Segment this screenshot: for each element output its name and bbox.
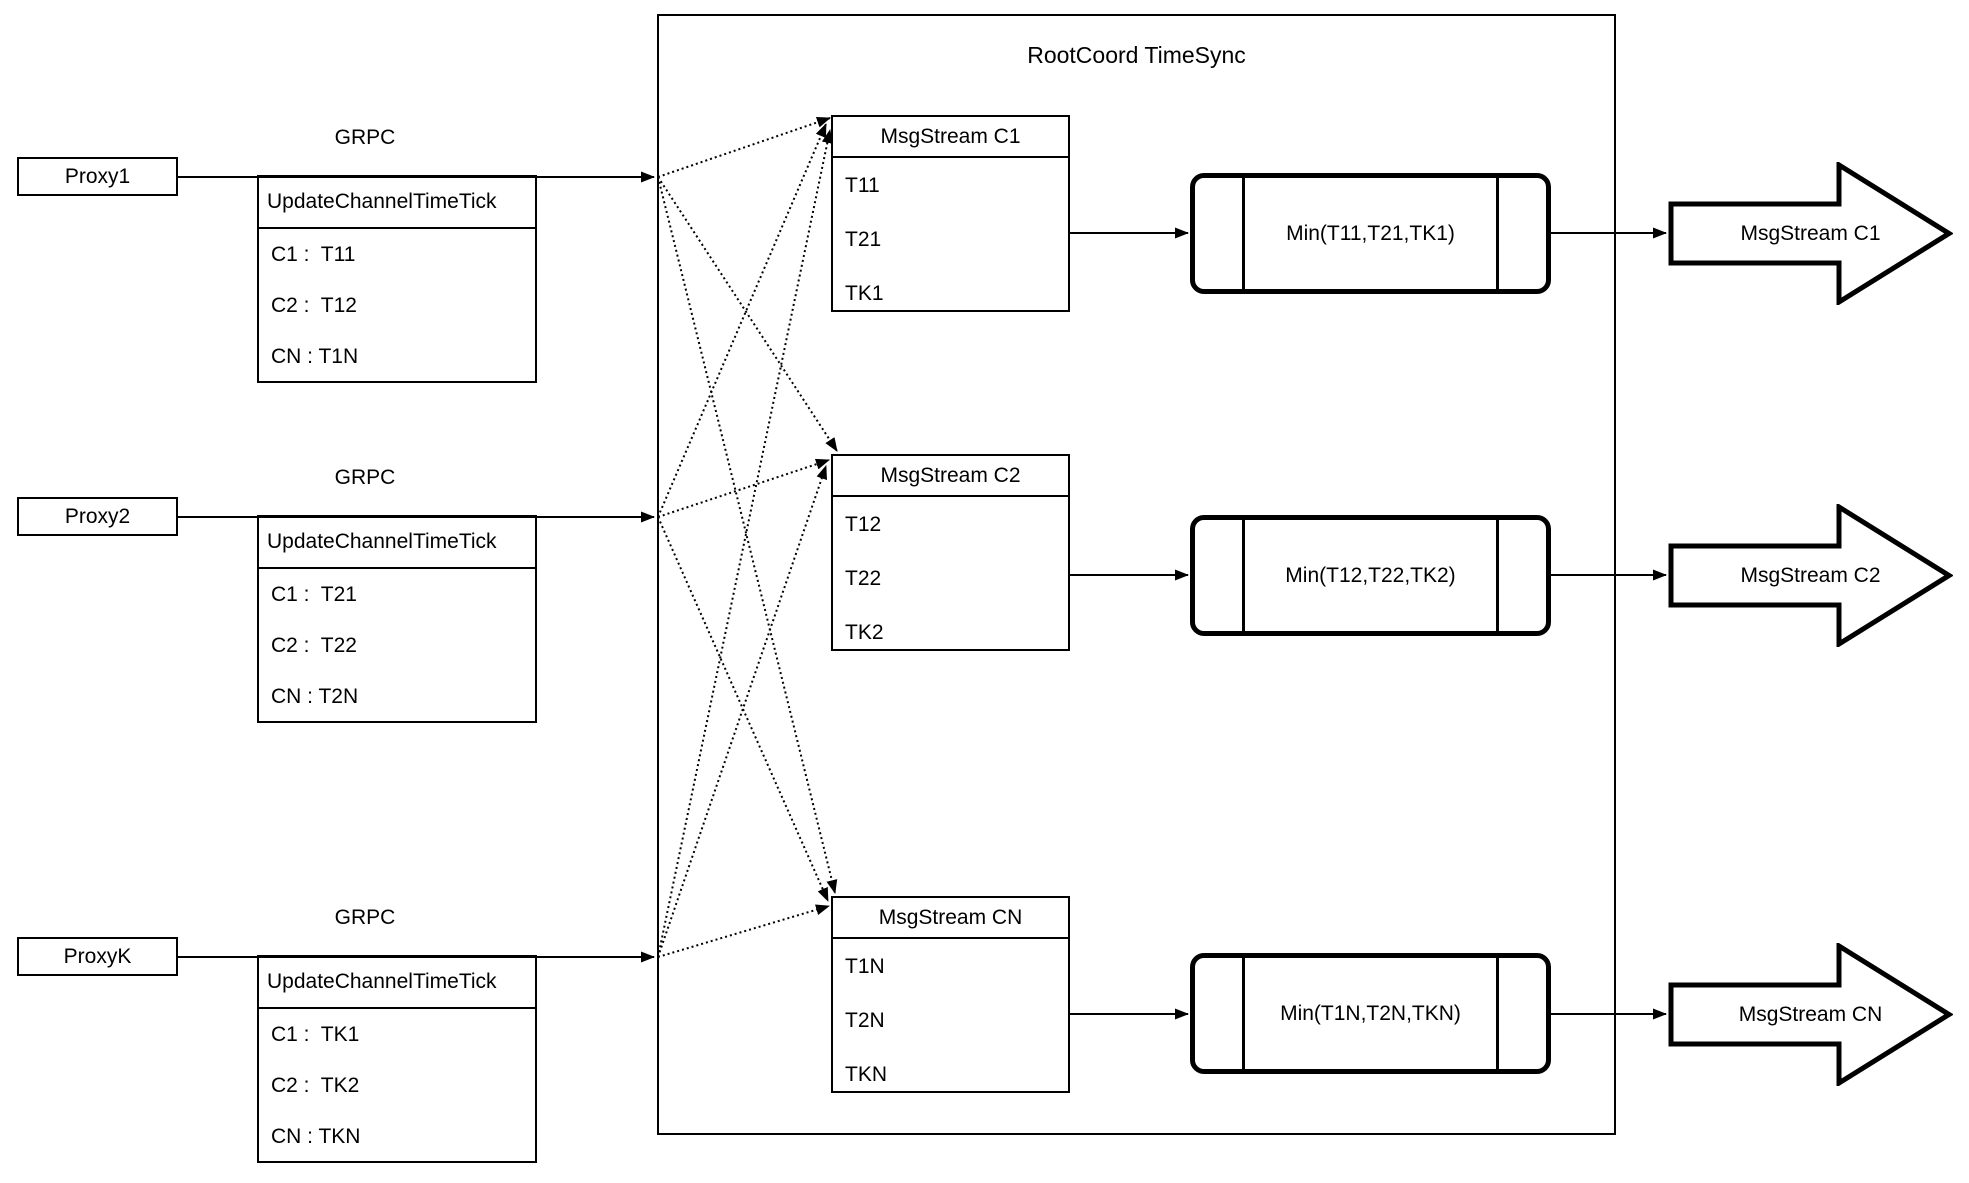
msgstream-cn-table: MsgStream CN T1N T2N TKN bbox=[831, 896, 1070, 1093]
msgstream-c2-output-arrow: MsgStream C2 bbox=[1668, 504, 1953, 647]
min-node-cn: Min(T1N,T2N,TKN) bbox=[1190, 953, 1551, 1074]
table-row: C1 : T21 bbox=[271, 582, 357, 606]
table-row: T12 bbox=[845, 513, 882, 536]
table-header: UpdateChannelTimeTick bbox=[259, 177, 535, 229]
table-row: C2 : T12 bbox=[271, 293, 357, 317]
table-row: CN : T1N bbox=[271, 344, 359, 368]
table-row: T21 bbox=[845, 228, 882, 251]
divider bbox=[1242, 178, 1245, 289]
msgstream-cn-output-arrow: MsgStream CN bbox=[1668, 943, 1953, 1086]
table-row: CN : TKN bbox=[271, 1124, 361, 1148]
update-channel-timetick-table-1: UpdateChannelTimeTick C1 : T11 C2 : T12 … bbox=[257, 175, 537, 383]
table-row: T1N bbox=[845, 955, 885, 978]
proxy2-box: Proxy2 bbox=[17, 497, 178, 536]
divider bbox=[1496, 520, 1499, 631]
divider bbox=[1242, 520, 1245, 631]
arrow-right-shape bbox=[1668, 943, 1953, 1086]
table-row: C1 : T11 bbox=[271, 242, 356, 266]
divider bbox=[1496, 958, 1499, 1069]
proxy2-label: Proxy2 bbox=[64, 504, 131, 528]
table-row: C2 : TK2 bbox=[271, 1073, 360, 1097]
min-node-c2: Min(T12,T22,TK2) bbox=[1190, 515, 1551, 636]
output-arrow-label: MsgStream C2 bbox=[1740, 563, 1881, 587]
min-node-c1: Min(T11,T21,TK1) bbox=[1190, 173, 1551, 294]
table-row: TK1 bbox=[845, 282, 884, 305]
divider bbox=[1242, 958, 1245, 1069]
msgstream-c2-table: MsgStream C2 T12 T22 TK2 bbox=[831, 454, 1070, 651]
min-label: Min(T12,T22,TK2) bbox=[1285, 563, 1456, 587]
output-arrow-label: MsgStream C1 bbox=[1740, 221, 1881, 245]
proxy1-box: Proxy1 bbox=[17, 157, 178, 196]
table-row: C1 : TK1 bbox=[271, 1022, 360, 1046]
table-row: C2 : T22 bbox=[271, 633, 357, 657]
min-label: Min(T11,T21,TK1) bbox=[1286, 221, 1455, 245]
update-channel-timetick-table-3: UpdateChannelTimeTick C1 : TK1 C2 : TK2 … bbox=[257, 955, 537, 1163]
arrow-right-shape bbox=[1668, 504, 1953, 647]
table-row: TK2 bbox=[845, 621, 884, 644]
output-arrow-label: MsgStream CN bbox=[1738, 1002, 1883, 1026]
grpc-label-1: GRPC bbox=[334, 126, 396, 149]
proxyk-label: ProxyK bbox=[63, 944, 132, 968]
table-row: T22 bbox=[845, 567, 882, 590]
msgstream-c1-table: MsgStream C1 T11 T21 TK1 bbox=[831, 115, 1070, 312]
divider bbox=[1496, 178, 1499, 289]
table-row: CN : T2N bbox=[271, 684, 359, 708]
min-label: Min(T1N,T2N,TKN) bbox=[1280, 1001, 1461, 1025]
msgstream-table-header: MsgStream CN bbox=[833, 898, 1068, 939]
msgstream-table-header: MsgStream C1 bbox=[833, 117, 1068, 158]
grpc-label-2: GRPC bbox=[334, 466, 396, 489]
table-row: TKN bbox=[845, 1063, 887, 1086]
table-header: UpdateChannelTimeTick bbox=[259, 957, 535, 1009]
arrow-right-shape bbox=[1668, 162, 1953, 305]
table-header: UpdateChannelTimeTick bbox=[259, 517, 535, 569]
proxy1-label: Proxy1 bbox=[64, 164, 131, 188]
table-row: T2N bbox=[845, 1009, 885, 1032]
grpc-label-3: GRPC bbox=[334, 906, 396, 929]
proxyk-box: ProxyK bbox=[17, 937, 178, 976]
table-row: T11 bbox=[845, 174, 880, 197]
msgstream-table-header: MsgStream C2 bbox=[833, 456, 1068, 497]
update-channel-timetick-table-2: UpdateChannelTimeTick C1 : T21 C2 : T22 … bbox=[257, 515, 537, 723]
msgstream-c1-output-arrow: MsgStream C1 bbox=[1668, 162, 1953, 305]
rootcoord-timesync-title: RootCoord TimeSync bbox=[1027, 42, 1246, 68]
